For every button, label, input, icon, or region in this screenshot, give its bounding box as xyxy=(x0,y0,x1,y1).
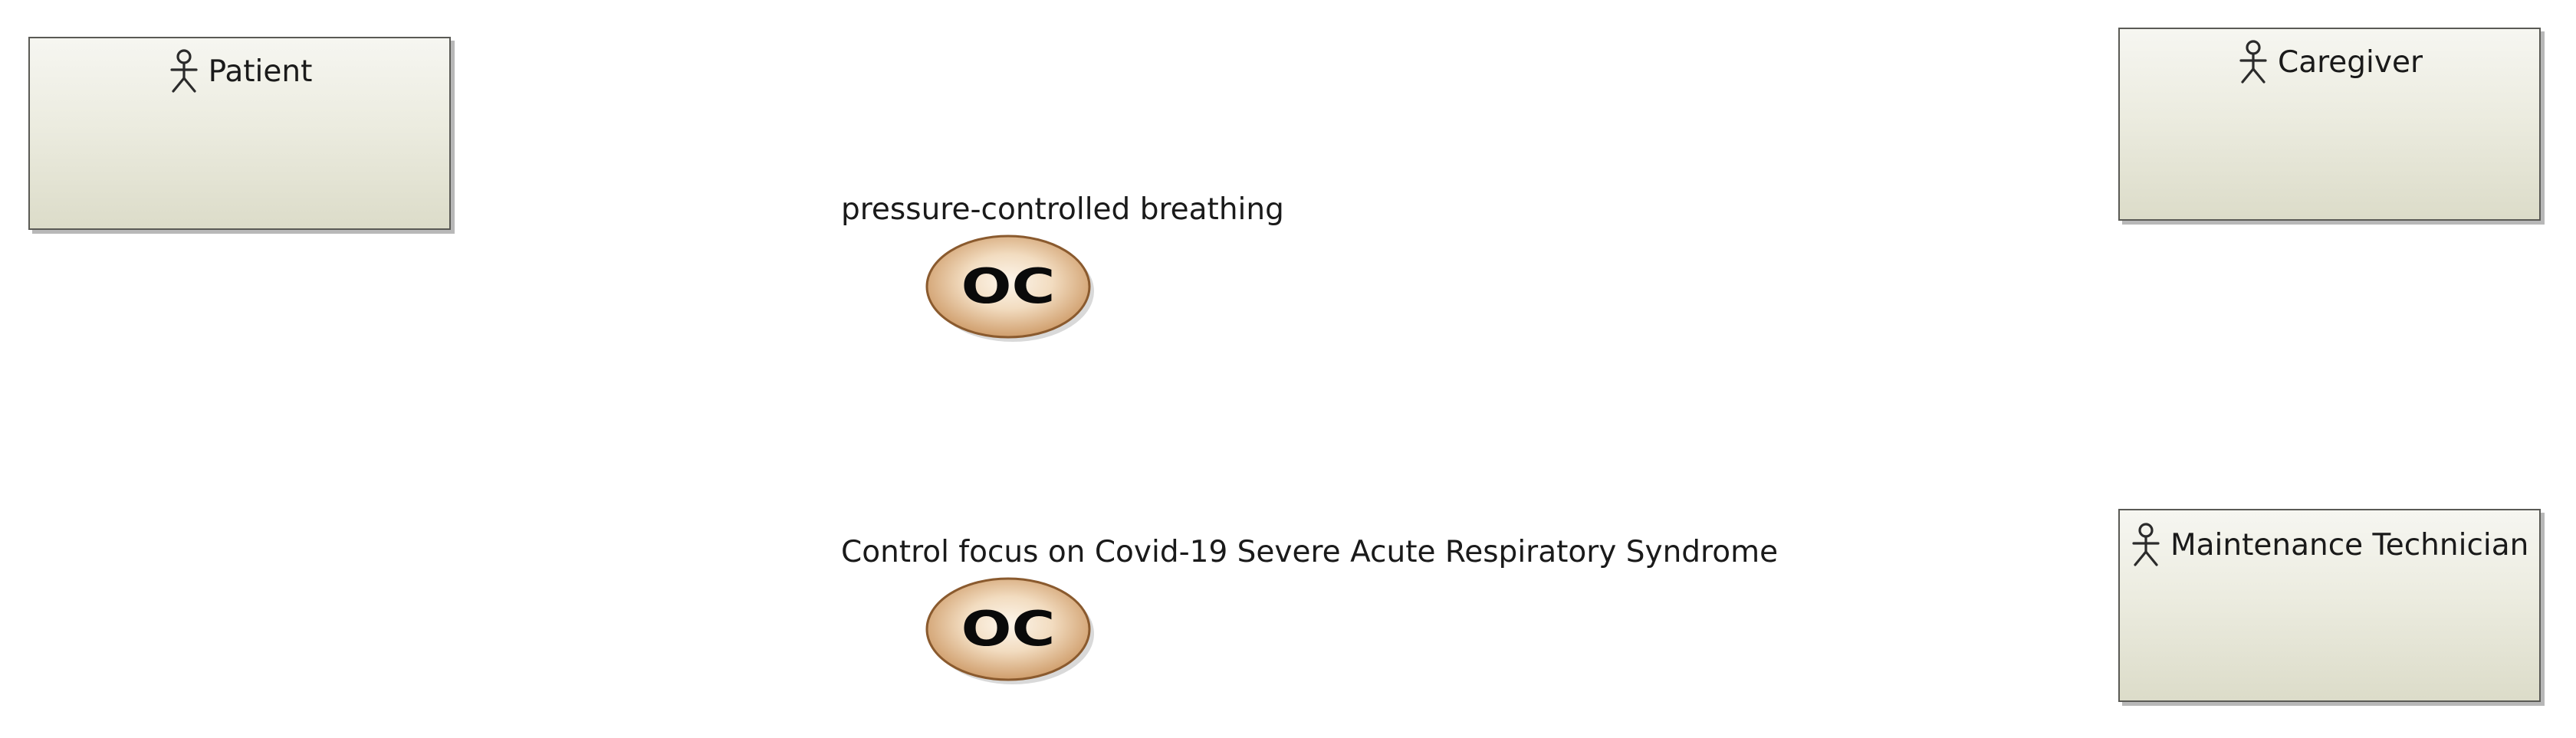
actor-stick-figure-icon xyxy=(2236,40,2270,84)
operational-capability-icon[interactable]: OC xyxy=(924,572,1096,687)
actor-stick-figure-icon xyxy=(167,49,201,93)
actor-name: Patient xyxy=(208,54,313,89)
oc-badge-text: OC xyxy=(961,259,1056,314)
actor-stick-figure-icon xyxy=(2129,523,2163,567)
oc-label-pressure-controlled-breathing: pressure-controlled breathing xyxy=(841,192,1284,227)
actor-name: Maintenance Technician xyxy=(2170,527,2529,563)
actor-caregiver[interactable]: Caregiver xyxy=(2118,28,2541,221)
oc-label-control-focus-covid: Control focus on Covid-19 Severe Acute R… xyxy=(841,535,1779,569)
actor-name: Caregiver xyxy=(2277,44,2423,80)
operational-capability-icon[interactable]: OC xyxy=(924,230,1096,345)
actor-patient-header: Patient xyxy=(30,49,449,93)
actor-maintenance-header: Maintenance Technician xyxy=(2129,523,2539,567)
oc-badge-text: OC xyxy=(961,602,1056,657)
actor-maintenance-technician[interactable]: Maintenance Technician xyxy=(2118,509,2541,702)
actor-caregiver-header: Caregiver xyxy=(2120,40,2539,84)
actor-patient[interactable]: Patient xyxy=(28,37,451,230)
